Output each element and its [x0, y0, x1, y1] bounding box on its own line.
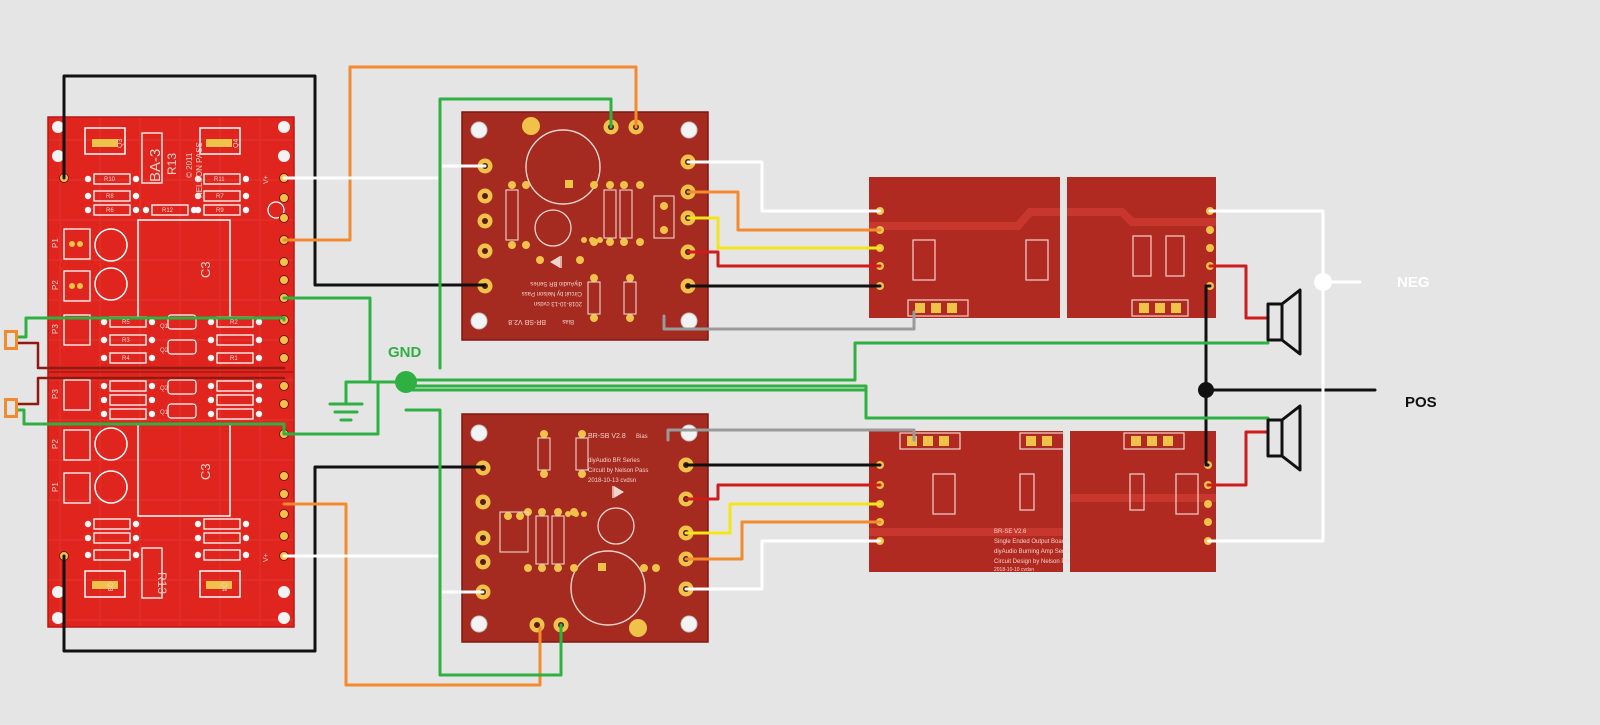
wire-yellow-lower-output — [684, 502, 882, 535]
bias-upper-title: BR-SB V2.8 — [508, 318, 546, 325]
ba3-credit-name: NELSON PASS — [195, 142, 204, 198]
ba3-r7-label: R7 — [216, 194, 224, 200]
wires — [10, 65, 1377, 687]
output-date: 2018-10-10 cvdsn — [994, 567, 1034, 573]
output-board-upper-right — [1067, 177, 1216, 318]
ba3-q1-lower: Q1 — [160, 410, 169, 416]
gnd-label: GND — [388, 344, 422, 361]
bias-lower-sub2: Circuit by Nelson Pass — [588, 468, 648, 474]
ba3-p3-upper: P3 — [51, 324, 60, 334]
ba3-r13-label: R13 — [165, 153, 179, 175]
ba3-r6-label: R6 — [106, 208, 114, 214]
ba3-r12-label: R12 — [162, 208, 174, 214]
ba3-board: BA-3 R13 © 2011 NELSON PASS C3 C3 R13 Q3… — [47, 116, 295, 628]
bias-lower-date: 2018-10-13 cvdsn — [588, 478, 636, 484]
ba3-credit-date: © 2011 — [185, 152, 194, 178]
wire-orange-bottom — [282, 502, 542, 687]
ba3-r11-label: R11 — [214, 177, 225, 183]
ba3-p1-lower: P1 — [51, 482, 60, 492]
wire-green-bottom-ground — [404, 408, 563, 677]
input-connector-upper — [4, 330, 18, 350]
wire-red-lower-speaker — [1206, 430, 1270, 487]
ba3-q3-upper: Q3 — [117, 139, 124, 148]
neg-junction — [1314, 273, 1332, 291]
ba3-q1-upper: Q1 — [160, 324, 169, 330]
neg-label: NEG — [1397, 274, 1430, 291]
ba3-q4-lower: Q4 — [220, 582, 227, 591]
ba3-p3-lower: P3 — [51, 389, 60, 399]
wire-red-lower-output — [684, 483, 882, 501]
output-title: BR-SE V2.6 — [994, 529, 1027, 535]
wire-darkred-input-lower — [10, 376, 286, 406]
ba3-r3-label: R3 — [122, 338, 130, 344]
bias-upper-sub2: Circuit by Nelson Pass — [522, 290, 582, 296]
ba3-vplus-upper: V+ — [263, 175, 270, 184]
ba3-p1-upper: P1 — [51, 238, 60, 248]
wire-red-upper-speaker — [1208, 264, 1270, 320]
speaker-upper-icon — [1266, 288, 1302, 356]
bias-upper-date: 2018-10-13 cvdsn — [534, 300, 582, 306]
gnd-junction — [395, 371, 417, 393]
ba3-r5-label: R5 — [122, 320, 130, 326]
ba3-r8-label: R8 — [106, 194, 114, 200]
ba3-p2-lower: P2 — [51, 439, 60, 449]
bias-upper-sub1: diyAudio BR Series — [530, 280, 582, 286]
ba3-p2-upper: P2 — [51, 280, 60, 290]
ba3-q3-lower: Q3 — [106, 582, 113, 591]
wire-orange-lower-output — [684, 520, 882, 561]
output-board-lower-left: BR-SE V2.6 Single Ended Output Board diy… — [869, 431, 1075, 573]
ba3-q2-upper: Q2 — [160, 348, 169, 354]
wire-red-upper-output — [686, 250, 882, 268]
ba3-r13-lower: R13 — [155, 572, 169, 594]
earth-ground-icon — [328, 402, 364, 422]
wire-black-bottom-loop — [62, 465, 485, 653]
wire-green-ba3-lower — [282, 382, 380, 436]
ba3-r1-label: R1 — [230, 356, 238, 362]
ba3-r9-label: R9 — [216, 208, 224, 214]
wire-yellow-upper-output — [686, 216, 882, 250]
wire-white-neg-bus — [1206, 209, 1325, 543]
wire-green-to-earth — [344, 380, 408, 406]
pos-junction — [1198, 382, 1214, 398]
wire-darkred-input-upper — [10, 341, 286, 370]
output-sub2: diyAudio Burning Amp Series — [994, 549, 1072, 555]
pos-label: POS — [1405, 394, 1437, 411]
wire-orange-top — [282, 65, 638, 242]
bias-lower-title: BR-SB V2.8 — [588, 433, 626, 440]
speaker-lower-icon — [1266, 404, 1302, 472]
wire-green-input-upper — [10, 316, 286, 339]
wire-gray-lower-bias — [666, 428, 916, 442]
bias-upper-bias: Bias — [562, 318, 574, 324]
bias-lower-sub1: diyAudio BR Series — [588, 458, 640, 464]
output-board-upper-left — [869, 177, 1060, 318]
wire-black-pos-bus — [1204, 284, 1212, 467]
ba3-q4-upper: Q4 — [233, 139, 240, 148]
wire-gray-upper-bias — [662, 310, 916, 331]
output-board-lower-right — [1070, 431, 1216, 572]
bias-board-upper: BR-SB V2.8 diyAudio BR Series Circuit by… — [461, 111, 709, 341]
ba3-r4-label: R4 — [122, 356, 130, 362]
ba3-r2-label: R2 — [230, 320, 238, 326]
wire-white-upper-output — [686, 160, 882, 213]
wire-green-ba3-upper — [282, 296, 372, 382]
bias-lower-bias: Bias — [636, 434, 648, 440]
ba3-r10-label: R10 — [104, 177, 116, 183]
input-connector-lower — [4, 398, 18, 418]
bias-board-lower: BR-SB V2.8 Bias diyAudio BR Series Circu… — [461, 413, 709, 643]
ba3-c3-lower: C3 — [198, 463, 213, 480]
wire-green-speaker-lower — [404, 384, 1270, 420]
ba3-q2-lower: Q2 — [160, 386, 169, 392]
ba3-c3-upper: C3 — [198, 261, 213, 278]
wire-black-top-loop — [62, 74, 487, 287]
wire-green-speaker-upper — [404, 341, 1270, 382]
ba3-title: BA-3 — [147, 149, 164, 182]
wire-green-top-ground — [438, 97, 613, 370]
wire-green-input-lower — [10, 408, 286, 436]
wire-orange-upper-output — [686, 190, 882, 232]
output-sub1: Single Ended Output Board — [994, 539, 1067, 545]
ba3-vplus-lower: V+ — [263, 553, 270, 562]
output-sub3: Circuit Design by Nelson Pass — [994, 559, 1075, 565]
wire-white-lower-output — [684, 539, 882, 591]
